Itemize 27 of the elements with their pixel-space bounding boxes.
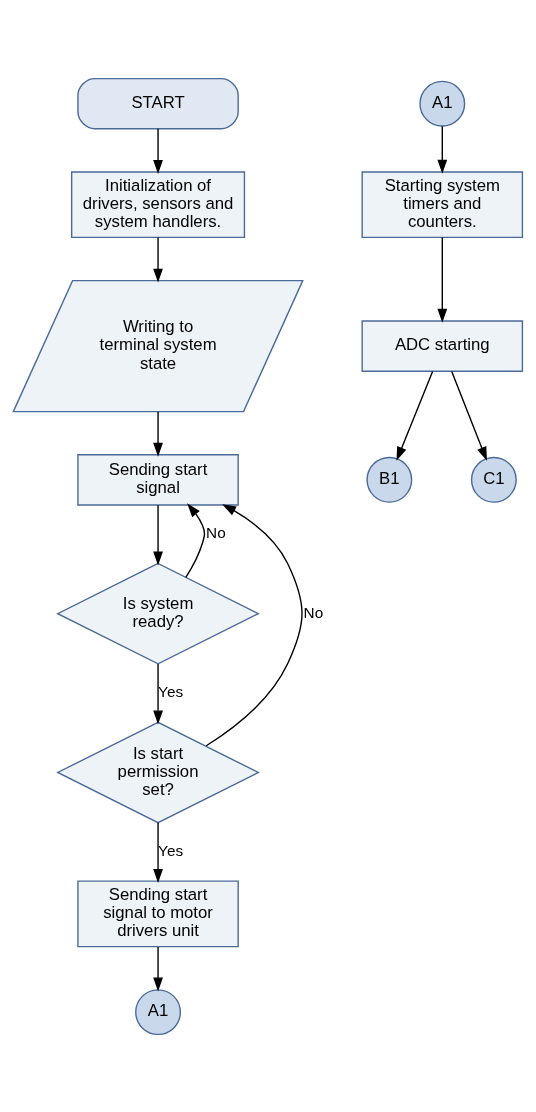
- node-box: START: [77, 77, 239, 129]
- arrow: [153, 662, 163, 724]
- node-box: Sending start signal to motor drivers unit: [77, 879, 239, 947]
- arrow: [437, 236, 448, 323]
- arrow: [153, 504, 163, 565]
- arrow: [396, 370, 434, 461]
- node-box: Initialization of drivers, sensors and system handlers.: [70, 170, 246, 238]
- edge-label: No: [206, 523, 226, 541]
- node-box: Starting system timers and counters.: [361, 170, 524, 238]
- node-circle: B1: [366, 456, 413, 503]
- node-diamond: Is system ready?: [56, 562, 260, 665]
- arrow: [153, 821, 163, 883]
- node-box: Sending start signal: [77, 453, 239, 506]
- arrow: [185, 502, 206, 578]
- arrow: [153, 127, 163, 174]
- node-diamond: Is start permission set?: [56, 721, 260, 823]
- arrow: [153, 410, 163, 457]
- arrow: [153, 236, 163, 283]
- edge-label: No: [303, 603, 324, 621]
- arrow: [205, 503, 303, 746]
- arrow: [153, 945, 163, 991]
- arrow: [451, 370, 487, 461]
- arrow: [437, 125, 448, 174]
- node-circle: A1: [419, 80, 466, 127]
- node-circle: C1: [470, 456, 517, 503]
- node-circle: A1: [135, 988, 182, 1035]
- node-box: ADC starting: [361, 319, 524, 372]
